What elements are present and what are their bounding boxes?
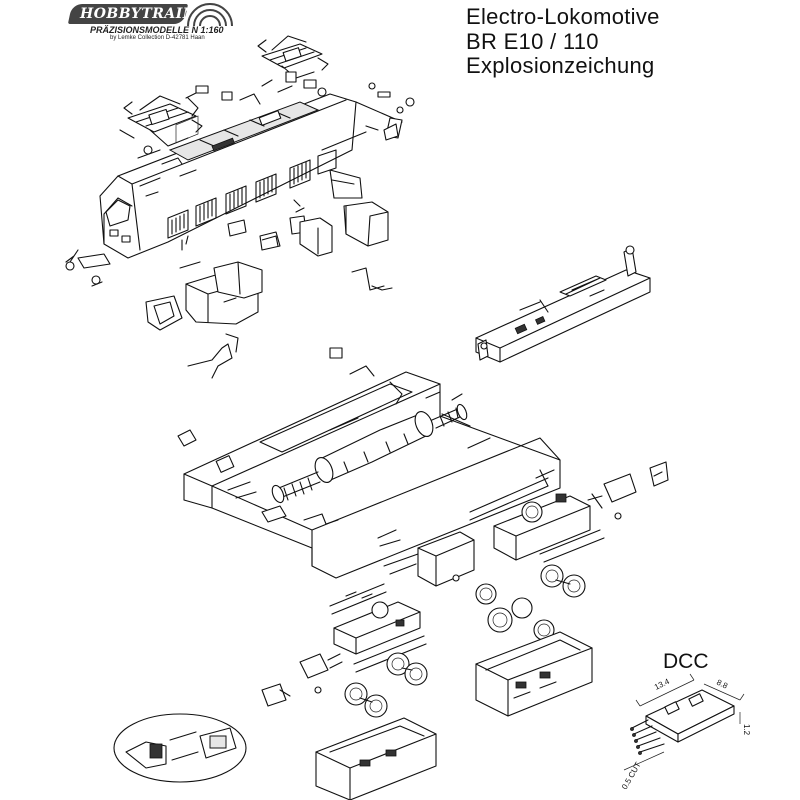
logo-brand: HOBBYTRAIN [80, 6, 197, 22]
circuit-board [475, 245, 651, 363]
side-small-parts [321, 82, 415, 151]
logo-subtitle: PRÄZISIONSMODELLE N 1:160 [90, 25, 224, 35]
chassis-frame [183, 347, 561, 579]
motor [271, 391, 468, 504]
pantograph-right [257, 35, 329, 79]
title-line-1: Electro-Lokomotive [466, 4, 660, 29]
logo-arcs-icon [187, 3, 233, 27]
dim-cut-label: 0.5 CUT [620, 761, 643, 791]
bogie-housing-bottom [315, 717, 437, 800]
dcc-decoder: 13.4 8.8 1.2 0.5 CUT [620, 673, 751, 791]
gearbox [383, 531, 475, 587]
cab-interior [179, 201, 393, 379]
title-line-2: BR E10 / 110 [466, 29, 599, 54]
logo-credit: by Lemke Collection D-42781 Haan [110, 35, 205, 41]
wheelsets-mid [475, 564, 586, 641]
wheelsets-lower [344, 652, 428, 718]
body-shell [99, 93, 357, 259]
bogie-lower-right [475, 631, 593, 717]
dim-length-label: 13.4 [653, 677, 671, 692]
dim-height-label: 1.2 [742, 724, 751, 736]
bogie-lower-left [329, 583, 427, 673]
dcc-label: DCC [663, 650, 709, 673]
chassis-small-parts [177, 429, 669, 547]
front-parts [65, 249, 183, 331]
window-inserts [227, 169, 363, 251]
title-line-3: Explosionzeichung [466, 53, 655, 78]
bogie-upper [469, 477, 605, 563]
detail-inset [113, 713, 247, 783]
dim-width-label: 8.8 [715, 678, 729, 691]
roof-detail-parts [137, 71, 327, 177]
couplers-lower [261, 653, 343, 707]
hobbytrain-logo: HOBBYTRAIN PRÄZISIONSMODELLE N 1:160 by … [66, 3, 238, 44]
